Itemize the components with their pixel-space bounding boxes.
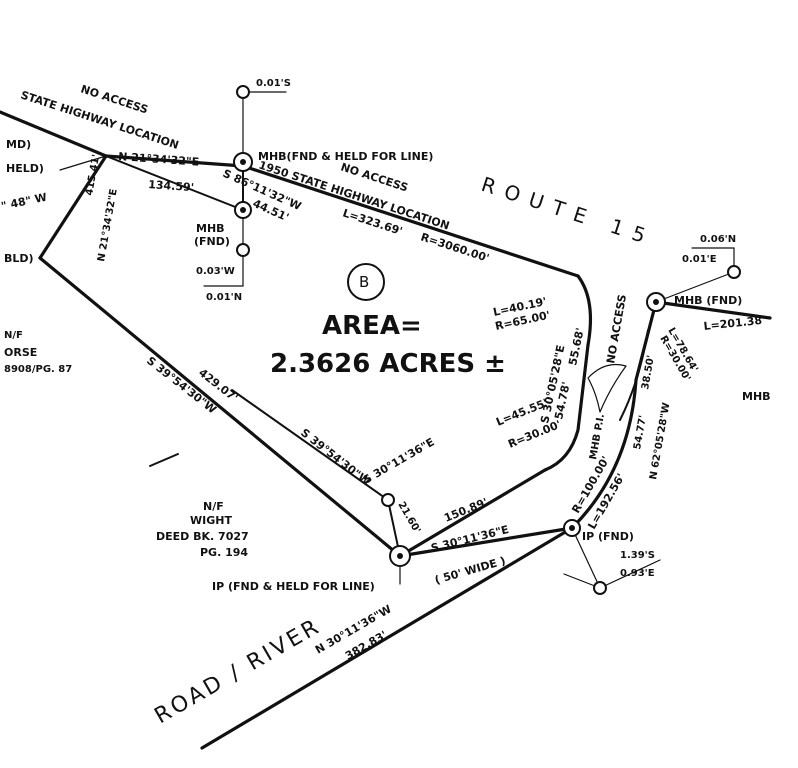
monument-ip-held-inner [397,553,403,559]
left-bearing-frag: " 48" W [0,191,48,213]
wight-nf: N/F [203,500,224,513]
mhb-fnd-held-label: MHB(FND & HELD FOR LINE) [258,150,433,163]
leader-ip [571,527,601,589]
east-boundary-curve [543,343,590,472]
mhb-p1-label: MHB P.I. [588,413,607,460]
curve3-r: R=30.00' [506,418,563,451]
highway-row-line [0,110,108,158]
area-label: AREA= [322,311,422,341]
ip-fnd-held-label: IP (FND & HELD FOR LINE) [212,580,375,593]
highway-1950-line [241,164,580,278]
inner-diagonal [231,389,389,501]
route-label: ROUTE 15 [478,172,657,251]
monument-ip-fnd-inner [569,525,575,531]
offset-o4: 0.06'N [700,234,736,245]
leader-ip-h [599,559,661,589]
right-offset-line [655,271,735,303]
left-bearing: N 21°34'32"E [96,188,120,263]
left-nf: N/F [4,330,23,341]
mhb-far-right: MHB [742,390,771,403]
monument-inner [381,493,395,507]
dist-north-top: 134.59' [148,178,195,194]
bearing-inner2: S 30°11'36"E [361,435,437,486]
road-width-label: ( 50' WIDE ) [433,554,507,587]
long-southwest-line [38,256,402,558]
area-value: 2.3626 ACRES ± [270,349,506,379]
road-name-label: ROAD / RIVER [151,614,326,729]
mhb-fnd-left2: (FND) [194,235,230,248]
offset-o7: 0.93'E [620,568,655,579]
road-east-curve-2 [619,329,649,421]
highway-curve [576,274,593,347]
highway-north-line [104,154,245,168]
left-name: ORSE [4,346,37,359]
inner-line-sw [105,155,244,211]
offset-o5: 0.01'E [682,254,717,265]
left-short-dash [149,453,179,467]
offset-o1: 0.01'S [256,78,291,89]
road-north-edge [398,526,574,558]
dist-east2: 55.68' [566,327,587,367]
road-south-edge [200,526,574,750]
left-held: HELD) [6,162,44,175]
wight-deed: DEED BK. 7027 [156,530,249,543]
leader-left-held [59,155,107,171]
right-d2: 54.77' [632,414,649,450]
mhb-fnd-right: MHB (FND) [674,294,742,307]
right-line-1 [654,300,772,320]
right-curve-l: L=201.38' [703,314,766,333]
parcel-letter: B [359,273,369,291]
monument-ip-offset [593,581,607,595]
west-boundary-line [38,154,108,260]
left-dist: 415.41' [84,154,102,197]
offset-o3: 0.01'N [206,292,242,303]
offset-o6: 1.39'S [620,550,655,561]
parcel-label-circle [347,263,385,301]
monument-top-offset [236,85,250,99]
bearing-north-top: N 21°34'32"E [118,150,200,169]
monument-offset-bottom [236,243,250,257]
ip-fnd-label: IP (FND) [582,530,634,543]
road-east-curve [570,300,658,530]
south-inner-line [398,468,547,558]
left-md: MD) [6,138,31,151]
monument-right-mhb-inner [653,299,659,305]
no-access-label-3: NO ACCESS [604,293,629,364]
left-bld: BLD) [4,252,34,265]
left-deed: 8908/PG. 87 [4,364,72,375]
curve-diamond [587,363,627,413]
dist-inner-road: 150.89' [442,496,489,525]
right-bearing: N 62°05'28"W [648,402,672,481]
dist-inner-short: 21.60' [395,500,422,536]
wight-pg: PG. 194 [200,546,248,559]
mhb-fnd-left: MHB [196,222,225,235]
monument-right-offset [727,265,741,279]
wight-name: WIGHT [190,514,232,527]
monument-mhb-fnd-inner [240,207,246,213]
offset-o2: 0.03'W [196,266,235,277]
monument-mhb-held-inner [240,159,246,165]
